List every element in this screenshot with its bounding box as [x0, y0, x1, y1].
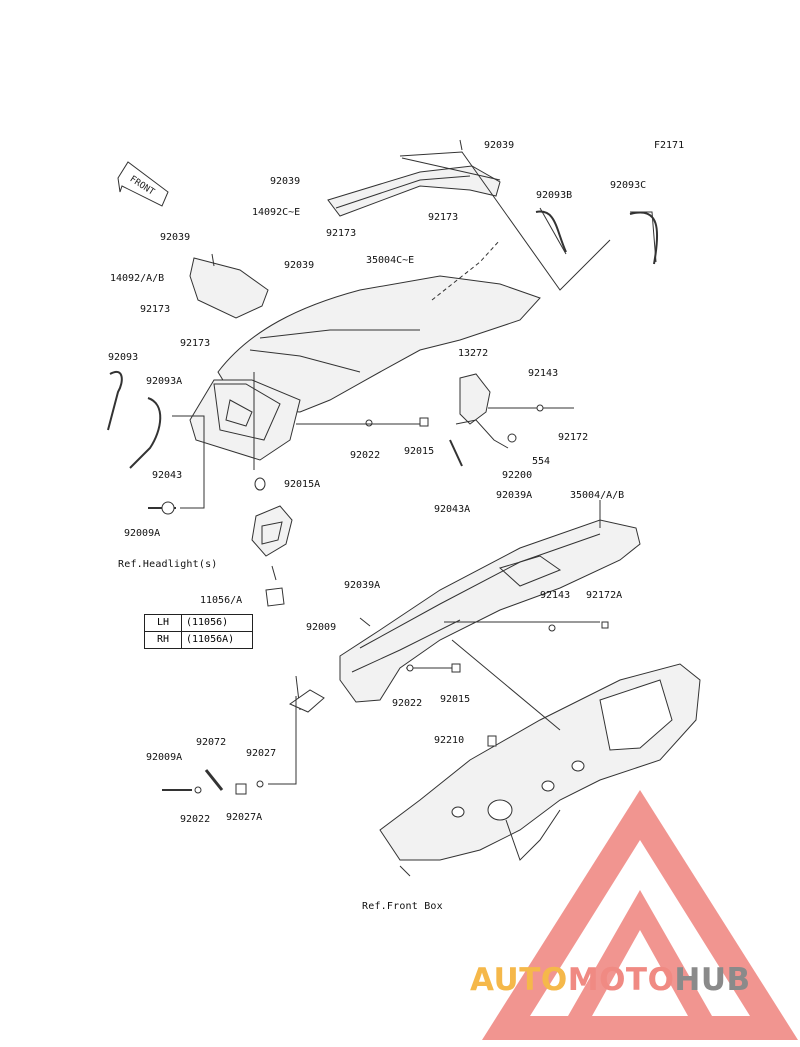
part-92172a: 92172A: [586, 590, 623, 601]
figure-code: F2171: [654, 140, 685, 151]
part-92015-a: 92015: [404, 446, 435, 457]
part-92173-b: 92173: [428, 212, 459, 223]
part-35004c-e: 35004C~E: [366, 255, 415, 266]
trim-strip-upper: [327, 165, 501, 217]
part-92039a-b: 92039A: [344, 580, 381, 591]
part-92093a: 92093A: [146, 376, 183, 387]
watermark-part-2: MOTO: [567, 962, 675, 998]
part-14092c-e: 14092C~E: [252, 207, 301, 218]
part-92072: 92072: [196, 737, 227, 748]
part-92015-b: 92015: [440, 694, 471, 705]
part-92015a: 92015A: [284, 479, 321, 490]
table-row: RH (11056A): [144, 631, 253, 649]
part-92009a-b: 92009A: [146, 752, 183, 763]
code-cell: (11056A): [181, 631, 253, 649]
watermark-logo-icon: [482, 790, 798, 1040]
part-554: 554: [532, 456, 551, 467]
part-92173-left: 92173: [140, 304, 171, 315]
watermark-part-3: HUB: [674, 962, 751, 998]
front-box-panel: [379, 663, 701, 877]
part-92093b: 92093B: [536, 190, 573, 201]
part-92039-a: 92039: [270, 176, 301, 187]
part-92022-c: 92022: [180, 814, 211, 825]
part-92009a-a: 92009A: [124, 528, 161, 539]
part-92093: 92093: [108, 352, 139, 363]
part-92173-mid: 92173: [180, 338, 211, 349]
part-13272: 13272: [458, 348, 489, 359]
part-92043a: 92043A: [434, 504, 471, 515]
part-92210: 92210: [434, 735, 465, 746]
part-11056-a: 11056/A: [200, 595, 243, 606]
part-92039-left: 92039: [160, 232, 191, 243]
code-cell: (11056): [181, 614, 253, 632]
part-92022-a: 92022: [350, 450, 381, 461]
part-92009: 92009: [306, 622, 337, 633]
watermark-part-1: AUTO: [470, 962, 568, 998]
lower-cowl: [339, 519, 641, 703]
part-92093c: 92093C: [610, 180, 647, 191]
headlight-bracket: [251, 505, 293, 557]
part-92173-a: 92173: [326, 228, 357, 239]
part-92143-a: 92143: [528, 368, 559, 379]
ref-front-box: Ref.Front Box: [362, 901, 443, 912]
front-garnish-left: [189, 253, 269, 319]
table-row: LH (11056): [144, 614, 253, 632]
part-92039-top: 92039: [484, 140, 515, 151]
watermark-text: AUTOMOTOHUB: [470, 962, 751, 998]
part-92039a-a: 92039A: [496, 490, 533, 501]
part-92027a: 92027A: [226, 812, 263, 823]
bracket-13272: [455, 373, 509, 449]
part-92043: 92043: [152, 470, 183, 481]
side-cell: RH: [144, 631, 182, 649]
ref-headlight: Ref.Headlight(s): [118, 559, 218, 570]
side-cell: LH: [144, 614, 182, 632]
side-variant-table: LH (11056) RH (11056A): [144, 614, 253, 649]
upper-cowl: [189, 239, 541, 470]
part-92022-b: 92022: [392, 698, 423, 709]
part-92172: 92172: [558, 432, 589, 443]
part-92143-b: 92143: [540, 590, 571, 601]
part-92027: 92027: [246, 748, 277, 759]
front-arrow-icon: FRONT: [117, 161, 169, 207]
part-92200: 92200: [502, 470, 533, 481]
part-92039-mid: 92039: [284, 260, 315, 271]
part-35004-ab: 35004/A/B: [570, 490, 625, 501]
part-14092-ab: 14092/A/B: [110, 273, 165, 284]
